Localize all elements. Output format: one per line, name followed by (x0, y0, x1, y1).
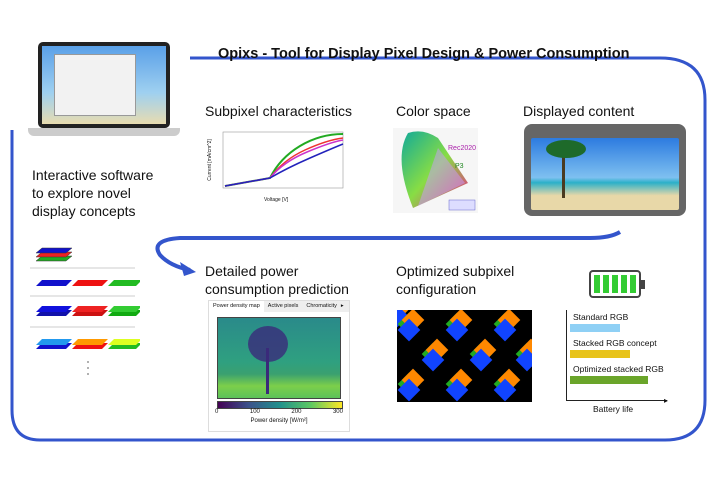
battery-bar (570, 376, 648, 384)
tab-active-pixels[interactable]: Active pixels (267, 303, 299, 309)
battery-xlabel: Battery life (593, 404, 634, 414)
colorbar-tick: 200 (291, 409, 302, 415)
intro-line: to explore novel (32, 185, 131, 201)
laptop (28, 42, 180, 138)
battery-series-label: Optimized stacked RGB (573, 364, 664, 374)
intro-text: Interactive software to explore novel di… (32, 166, 153, 220)
color-space-chart: Rec2020 P3 (393, 128, 478, 213)
tab-chromaticity[interactable]: Chromaticity (306, 303, 337, 309)
stacked-rgb-icon (35, 247, 73, 262)
power-density-map (217, 317, 341, 399)
colorbar-tick: 300 (332, 409, 343, 415)
power-panel: Power density map Active pixels Chromati… (208, 300, 350, 432)
heading-line: configuration (396, 281, 477, 297)
battery-series-label: Standard RGB (573, 312, 629, 322)
label-p3: P3 (455, 163, 464, 170)
subpixel-heading: Subpixel characteristics (205, 103, 353, 119)
colorbar (217, 401, 343, 409)
colorbar-label: Power density [W/m²] (250, 418, 308, 424)
tab-power-density-map[interactable]: Power density map (209, 301, 264, 312)
battery-bar (570, 324, 620, 332)
intro-line: display concepts (32, 203, 136, 219)
page-title: Opixs - Tool for Display Pixel Design & … (218, 46, 630, 62)
heading-line: consumption prediction (205, 281, 349, 297)
power-heading: Detailed power consumption prediction (205, 262, 349, 298)
displayed-heading: Displayed content (523, 103, 635, 119)
intro-line: Interactive software (32, 167, 154, 183)
tablet (524, 124, 686, 216)
colorbar-tick: 100 (249, 409, 260, 415)
optimized-heading: Optimized subpixel configuration (396, 262, 514, 298)
battery-series-label: Stacked RGB concept (573, 338, 657, 348)
battery-icon (589, 270, 645, 298)
heading-line: Optimized subpixel (396, 263, 515, 279)
tab-scroll-right-icon[interactable]: ▸ (340, 303, 344, 309)
subpixel-configuration (397, 310, 532, 402)
heading-line: Detailed power (205, 263, 299, 279)
battery-bar (570, 350, 630, 358)
iv-xlabel: Voltage [V] (264, 197, 289, 203)
iv-ylabel: Current [mA/cm^2] (207, 139, 213, 181)
subpixel-stack-icons (30, 247, 140, 375)
label-rec2020: Rec2020 (448, 145, 476, 152)
iv-curve-chart (222, 131, 344, 189)
colorbar-tick: 0 (215, 409, 219, 415)
battery-axis-arrow-icon: ▸ (664, 396, 669, 405)
color-space-heading: Color space (396, 103, 471, 119)
